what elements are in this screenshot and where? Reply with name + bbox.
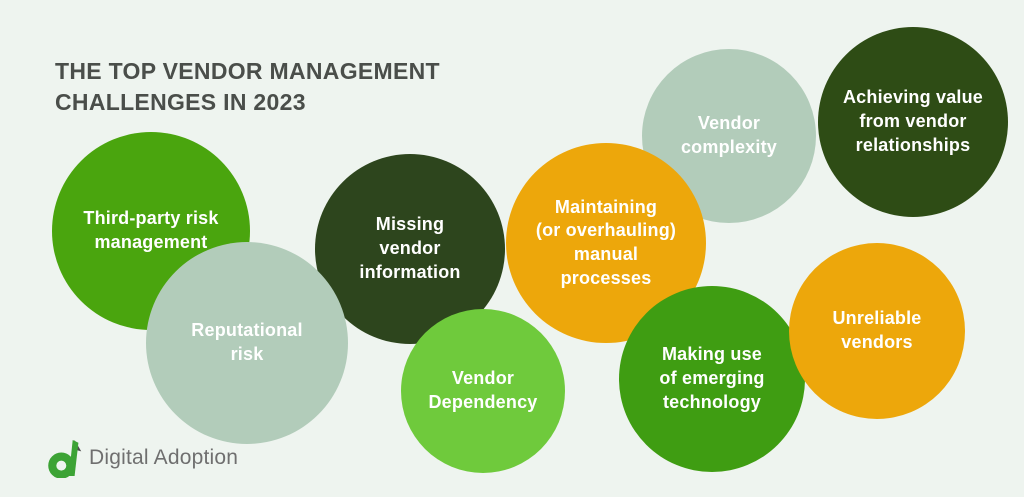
bubble-label: Missing vendor information [359, 214, 461, 282]
bubble-making-use-emerging-tech: Making use of emerging technology [619, 286, 805, 472]
bubble-achieving-value: Achieving value from vendor relationship… [818, 27, 1008, 217]
logo-wordmark: Digital Adoption [89, 446, 239, 469]
bubble-third-party-risk: Third-party risk management [52, 132, 250, 330]
bubble-label: Achieving value from vendor relationship… [842, 87, 984, 155]
bubble-label: Vendor complexity [680, 113, 778, 157]
bubble-label: Vendor Dependency [428, 368, 538, 412]
bubble-label: Making use of emerging technology [659, 344, 765, 412]
bubble-label: Reputational risk [191, 320, 303, 364]
bubble-missing-vendor-information: Missing vendor information [315, 154, 505, 344]
bubble-label: Unreliable vendors [832, 308, 922, 352]
digital-adoption-logo-icon [48, 438, 86, 478]
page-title: THE TOP VENDOR MANAGEMENT CHALLENGES IN … [55, 58, 440, 115]
bubble-reputational-risk: Reputational risk [146, 242, 348, 444]
bubble-label: Third-party risk management [83, 208, 219, 252]
brand-logo: Digital Adoption [48, 438, 238, 478]
bubble-unreliable-vendors: Unreliable vendors [789, 243, 965, 419]
bubble-label: Maintaining (or overhauling) manual proc… [535, 196, 677, 288]
bubble-vendor-dependency: Vendor Dependency [401, 309, 565, 473]
